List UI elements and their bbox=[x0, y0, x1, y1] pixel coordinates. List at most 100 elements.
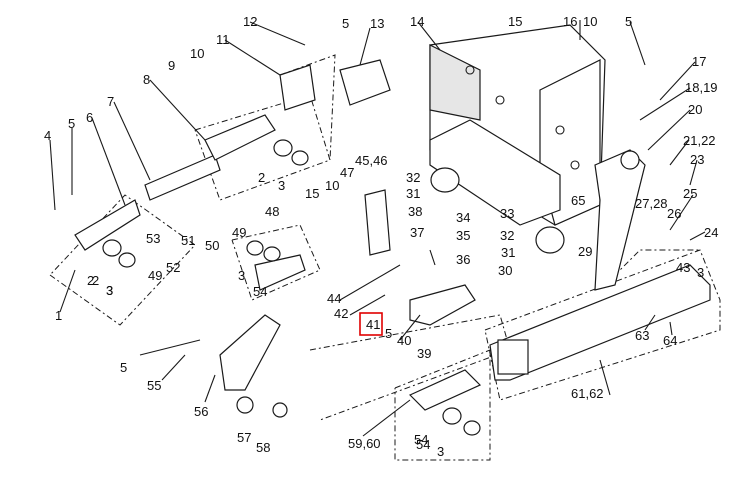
bracket-11 bbox=[279, 64, 316, 111]
callout-label: 48 bbox=[265, 204, 279, 219]
frame-lower-left bbox=[309, 314, 511, 421]
callout-label: 54 bbox=[414, 432, 428, 447]
callout-label: 3 bbox=[278, 178, 285, 193]
callout-label: 30 bbox=[498, 263, 512, 278]
callout-label: 31 bbox=[406, 186, 420, 201]
callout-label: 15 bbox=[305, 186, 319, 201]
callout-label: 16 bbox=[563, 14, 577, 29]
bushing-54-lower bbox=[442, 407, 462, 425]
callout-label: 5 bbox=[342, 16, 349, 31]
hole bbox=[495, 95, 505, 105]
callout-label: 61,62 bbox=[571, 386, 604, 401]
callout-label: 5 bbox=[385, 326, 392, 341]
lever-boss bbox=[620, 150, 640, 170]
callout-label: 39 bbox=[417, 346, 431, 361]
callout-label: 37 bbox=[410, 225, 424, 240]
star-nut-57 bbox=[236, 396, 254, 414]
callout-label: 15 bbox=[508, 14, 522, 29]
arm-8 bbox=[204, 114, 276, 161]
callout-label: 55 bbox=[147, 378, 161, 393]
callout-label: 5 bbox=[625, 14, 632, 29]
callout-label: 2 bbox=[258, 170, 265, 185]
bushing-2-left bbox=[102, 239, 122, 257]
bushing-32b bbox=[535, 226, 565, 254]
link-48 bbox=[254, 254, 306, 291]
callout-label: 5 bbox=[68, 116, 75, 131]
callout-label: 35 bbox=[456, 228, 470, 243]
callout-label: 2 bbox=[87, 273, 94, 288]
main-frame-side bbox=[429, 44, 481, 121]
callout-label: 43 bbox=[676, 260, 690, 275]
callout-label: 26 bbox=[667, 206, 681, 221]
hole bbox=[555, 125, 565, 135]
callout-label: 51 bbox=[181, 233, 195, 248]
frame-61-62 bbox=[484, 249, 721, 401]
callout-label: 45,46 bbox=[355, 153, 388, 168]
bushing-2-upper bbox=[273, 139, 293, 157]
callout-label: 9 bbox=[168, 58, 175, 73]
shaft-7 bbox=[144, 154, 221, 201]
callout-label: 44 bbox=[327, 291, 341, 306]
callout-label: 36 bbox=[456, 252, 470, 267]
callout-label: 12 bbox=[243, 14, 257, 29]
callout-label: 25 bbox=[683, 186, 697, 201]
shaft-tube bbox=[429, 119, 561, 226]
callout-label: 8 bbox=[143, 72, 150, 87]
callout-label: 33 bbox=[500, 206, 514, 221]
callout-label: 1 bbox=[55, 308, 62, 323]
callout-label: 31 bbox=[501, 245, 515, 260]
frame-link-48 bbox=[231, 224, 321, 301]
callout-label: 49 bbox=[232, 225, 246, 240]
callout-label: 6 bbox=[86, 110, 93, 125]
callout-label: 54 bbox=[416, 437, 430, 452]
callout-label: 52 bbox=[166, 260, 180, 275]
callout-label: 10 bbox=[583, 14, 597, 29]
callout-label: 13 bbox=[370, 16, 384, 31]
callout-label: 10 bbox=[190, 46, 204, 61]
hole bbox=[570, 160, 580, 170]
callout-label: 3 bbox=[437, 444, 444, 459]
highlight-box-41 bbox=[359, 312, 383, 336]
callout-label: 27,28 bbox=[635, 196, 668, 211]
bushing-32 bbox=[430, 167, 460, 193]
callout-label: 3 bbox=[106, 283, 113, 298]
callout-label: 29 bbox=[578, 244, 592, 259]
callout-label: 3 bbox=[697, 265, 704, 280]
callout-label: 32 bbox=[406, 170, 420, 185]
callout-label: 65 bbox=[571, 193, 585, 208]
callout-label: 4 bbox=[44, 128, 51, 143]
callout-label: 10 bbox=[325, 178, 339, 193]
callout-label: 5 bbox=[120, 360, 127, 375]
washer-58 bbox=[272, 402, 288, 418]
plate-40 bbox=[409, 284, 476, 326]
callout-label: 20 bbox=[688, 102, 702, 117]
washer-3-left bbox=[118, 252, 136, 268]
callout-label: 11 bbox=[216, 32, 230, 47]
washer-3-mid bbox=[263, 246, 281, 262]
callout-label: 57 bbox=[237, 430, 251, 445]
callout-label: 38 bbox=[408, 204, 422, 219]
link-59-60 bbox=[408, 369, 482, 411]
callout-label: 18,19 bbox=[685, 80, 718, 95]
callout-label: 3 bbox=[106, 283, 113, 298]
callout-label: 40 bbox=[397, 333, 411, 348]
bar-61-62 bbox=[489, 264, 711, 381]
callout-label: 23 bbox=[690, 152, 704, 167]
washer-3-lower bbox=[463, 420, 481, 436]
callout-label: 14 bbox=[410, 14, 424, 29]
callout-label: 50 bbox=[205, 238, 219, 253]
callout-label: 17 bbox=[692, 54, 706, 69]
callout-label: 64 bbox=[663, 333, 677, 348]
callout-label: 3 bbox=[238, 268, 245, 283]
callout-label: 7 bbox=[107, 94, 114, 109]
bracket-13 bbox=[339, 59, 391, 106]
frame-pin-group bbox=[194, 94, 331, 201]
callout-label: 24 bbox=[704, 225, 718, 240]
bushing-54-mid bbox=[246, 240, 264, 256]
callout-label: 21,22 bbox=[683, 133, 716, 148]
callout-label: 53 bbox=[146, 231, 160, 246]
callout-label: 56 bbox=[194, 404, 208, 419]
